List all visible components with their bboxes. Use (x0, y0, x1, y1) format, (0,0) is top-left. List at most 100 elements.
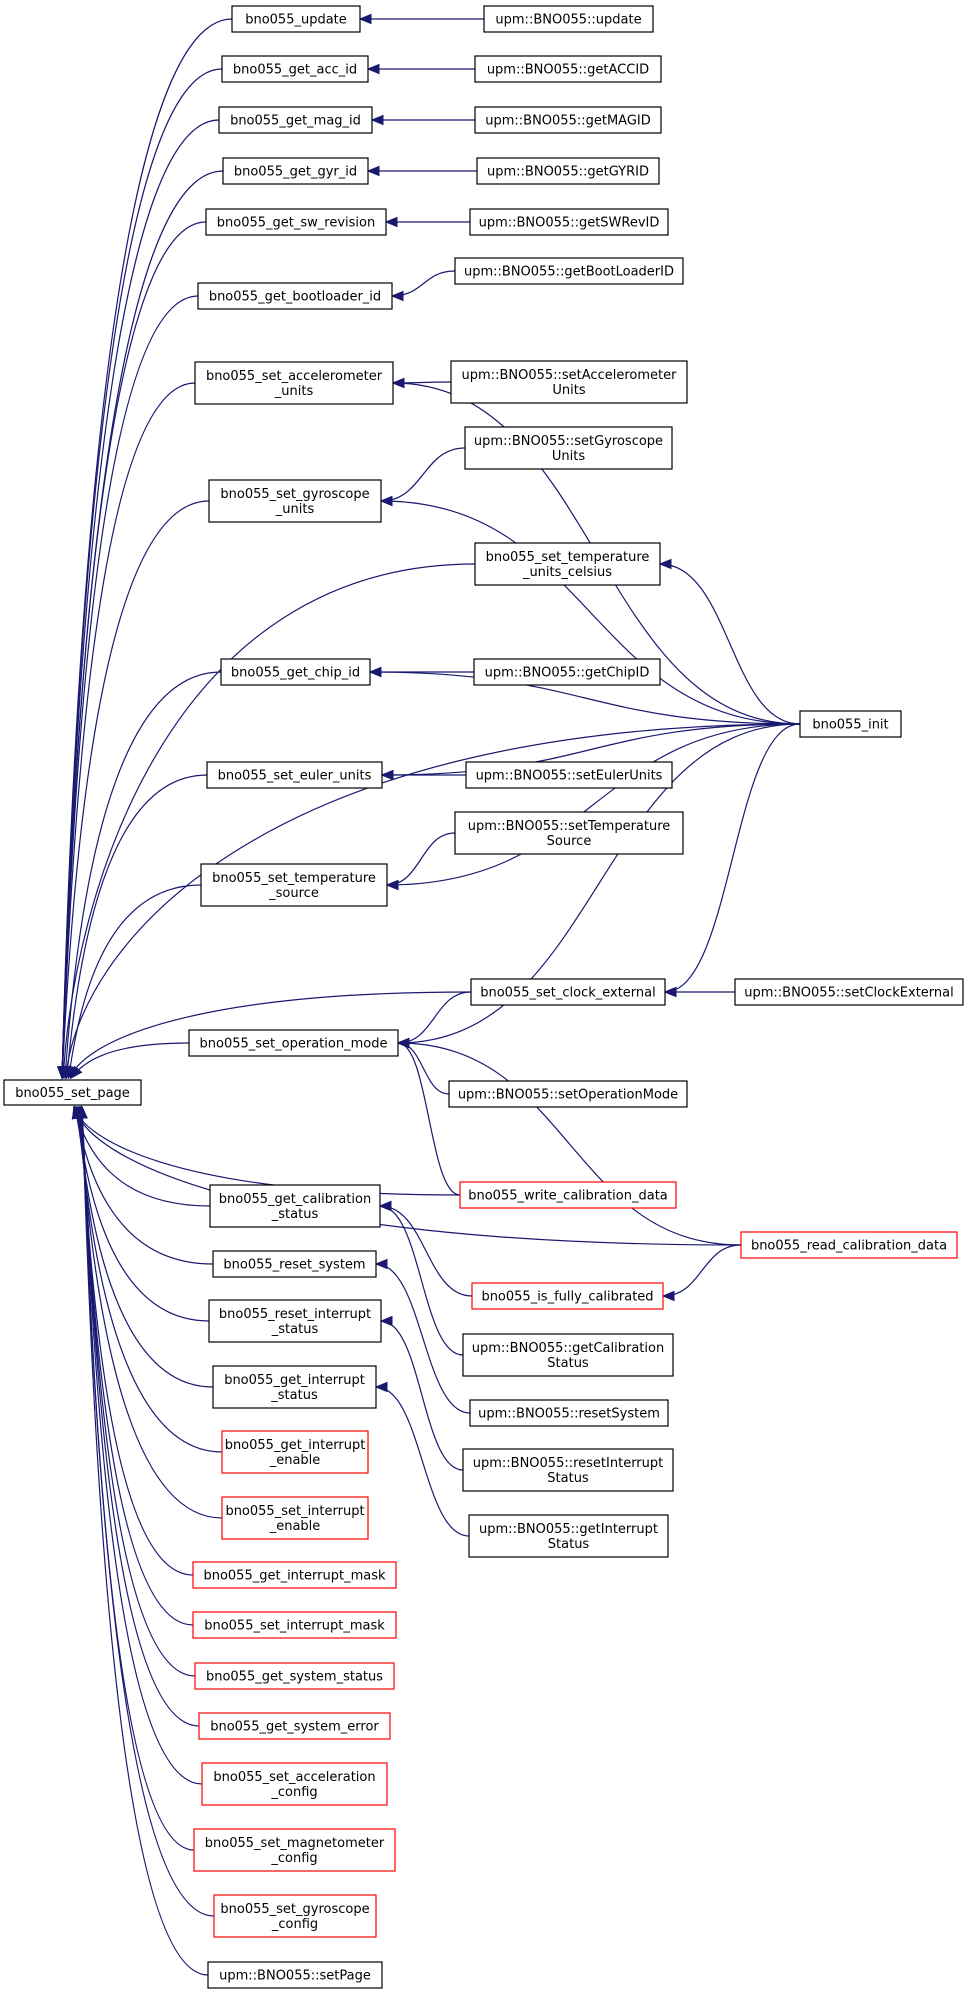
node-get-mag-id[interactable]: bno055_get_mag_id (218, 106, 373, 134)
node-label: bno055_set_gyroscope (220, 1902, 369, 1917)
node-get-int-enable[interactable]: bno055_get_interrupt_enable (221, 1430, 369, 1474)
call-edge-upm_setPage-to-set_page (77, 1105, 209, 1976)
node-label: _status (271, 1207, 319, 1222)
call-edge-get_calib_status-to-set_page (72, 1105, 211, 1207)
node-upm-getChipID[interactable]: upm::BNO055::getChipID (473, 658, 661, 686)
node-set-euler-units[interactable]: bno055_set_euler_units (206, 761, 383, 789)
arrowhead-icon (390, 290, 404, 302)
node-set-temp-celsius[interactable]: bno055_set_temperature_units_celsius (474, 542, 661, 586)
call-edge-line (73, 1106, 461, 1196)
node-update[interactable]: bno055_update (231, 5, 361, 33)
node-get-sys-status[interactable]: bno055_get_system_status (194, 1662, 395, 1690)
node-upm-update[interactable]: upm::BNO055::update (483, 5, 654, 33)
node-box (469, 208, 669, 236)
node-box (205, 208, 387, 236)
node-upm-getSWRevID[interactable]: upm::BNO055::getSWRevID (469, 208, 669, 236)
call-edge-line (664, 723, 801, 993)
node-label: bno055_get_system_status (206, 1670, 383, 1685)
call-edge-set_int_mask-to-set_page (76, 1105, 194, 1626)
node-read-calib[interactable]: bno055_read_calibration_data (740, 1231, 958, 1259)
arrowhead-icon (370, 114, 384, 126)
node-upm-resetSystem[interactable]: upm::BNO055::resetSystem (469, 1399, 669, 1427)
node-box (474, 106, 662, 134)
node-label: _units (275, 502, 315, 517)
node-get-bootloader-id[interactable]: bno055_get_bootloader_id (197, 282, 393, 310)
call-edge-init-to-set_temp_celsius (658, 558, 801, 725)
call-edge-init-to-set_temp_source (385, 723, 801, 891)
node-upm-getBootLoaderID[interactable]: upm::BNO055::getBootLoaderID (454, 257, 684, 285)
node-reset-system[interactable]: bno055_reset_system (212, 1250, 377, 1278)
node-label: bno055_set_clock_external (480, 986, 656, 1001)
node-upm-setClockExternal[interactable]: upm::BNO055::setClockExternal (734, 978, 964, 1006)
node-label: upm::BNO055::setClockExternal (744, 986, 954, 1001)
call-edge-line (381, 723, 801, 776)
node-set-mag-config[interactable]: bno055_set_magnetometer_config (193, 1828, 396, 1872)
node-box (462, 1448, 674, 1492)
node-label: upm::BNO055::setOperationMode (458, 1088, 678, 1103)
node-get-sys-error[interactable]: bno055_get_system_error (198, 1712, 391, 1740)
node-set-acc-units[interactable]: bno055_set_accelerometer_units (194, 361, 394, 405)
call-edge-line (369, 671, 801, 725)
call-edge-get_int_enable-to-set_page (73, 1105, 223, 1453)
arrowhead-icon (391, 377, 405, 389)
call-edge-line (397, 1042, 461, 1196)
node-label: bno055_get_sw_revision (217, 216, 375, 231)
arrowhead-icon (366, 63, 380, 75)
node-label: bno055_set_acceleration (213, 1770, 375, 1785)
call-graph-edges (57, 13, 801, 1976)
node-box (450, 360, 688, 404)
node-upm-getMAGID[interactable]: upm::BNO055::getMAGID (474, 106, 662, 134)
call-edge-is_fully_calib-to-get_calib_status (378, 1200, 473, 1297)
node-set-page[interactable]: bno055_set_page (3, 1079, 142, 1106)
arrowhead-icon (380, 769, 394, 781)
call-edge-line (375, 1263, 471, 1414)
node-get-sw-revision[interactable]: bno055_get_sw_revision (205, 208, 387, 236)
node-get-chip-id[interactable]: bno055_get_chip_id (220, 658, 371, 686)
node-upm-setPage[interactable]: upm::BNO055::setPage (207, 1961, 383, 1989)
node-box (212, 1365, 377, 1409)
node-write-calib[interactable]: bno055_write_calibration_data (459, 1181, 677, 1209)
node-box (483, 5, 654, 33)
node-upm-getGYRID[interactable]: upm::BNO055::getGYRID (476, 157, 660, 185)
arrowhead-icon (396, 1037, 410, 1049)
node-is-fully-calib[interactable]: bno055_is_fully_calibrated (471, 1282, 664, 1310)
node-label: _config (270, 1785, 317, 1800)
node-get-calib-status[interactable]: bno055_get_calibration_status (209, 1184, 381, 1228)
node-label: upm::BNO055::getSWRevID (479, 216, 660, 231)
node-label: upm::BNO055::getACCID (487, 63, 649, 78)
node-label: Units (552, 449, 585, 464)
call-edge-line (73, 1106, 211, 1207)
node-label: bno055_reset_interrupt (219, 1307, 371, 1322)
node-reset-int-status[interactable]: bno055_reset_interrupt_status (208, 1299, 382, 1343)
node-upm-setEulerUnits[interactable]: upm::BNO055::setEulerUnits (465, 761, 673, 789)
node-get-int-status[interactable]: bno055_get_interrupt_status (212, 1365, 377, 1409)
call-edge-line (386, 832, 456, 886)
node-set-int-enable[interactable]: bno055_set_interrupt_enable (221, 1496, 369, 1540)
node-get-acc-id[interactable]: bno055_get_acc_id (221, 55, 369, 83)
node-set-gyro-config[interactable]: bno055_set_gyroscope_config (213, 1894, 377, 1938)
node-box (474, 55, 662, 83)
call-edge-line (397, 991, 472, 1044)
node-box (454, 811, 684, 855)
arrowhead-icon (379, 495, 393, 507)
node-set-clock-external[interactable]: bno055_set_clock_external (470, 978, 666, 1006)
node-set-int-mask[interactable]: bno055_set_interrupt_mask (192, 1611, 397, 1639)
node-upm-setOperationMode[interactable]: upm::BNO055::setOperationMode (448, 1080, 688, 1108)
node-get-int-mask[interactable]: bno055_get_interrupt_mask (192, 1561, 397, 1589)
node-box (194, 361, 394, 405)
node-set-operation-mode[interactable]: bno055_set_operation_mode (188, 1029, 399, 1057)
node-set-temp-source[interactable]: bno055_set_temperature_source (200, 863, 388, 907)
node-upm-getACCID[interactable]: upm::BNO055::getACCID (474, 55, 662, 83)
node-set-accel-config[interactable]: bno055_set_acceleration_config (201, 1762, 388, 1806)
node-set-gyro-units[interactable]: bno055_set_gyroscope_units (208, 479, 382, 523)
arrowhead-icon (368, 666, 382, 678)
node-get-gyr-id[interactable]: bno055_get_gyr_id (222, 157, 369, 185)
node-box (222, 157, 369, 185)
node-init[interactable]: bno055_init (799, 710, 902, 738)
